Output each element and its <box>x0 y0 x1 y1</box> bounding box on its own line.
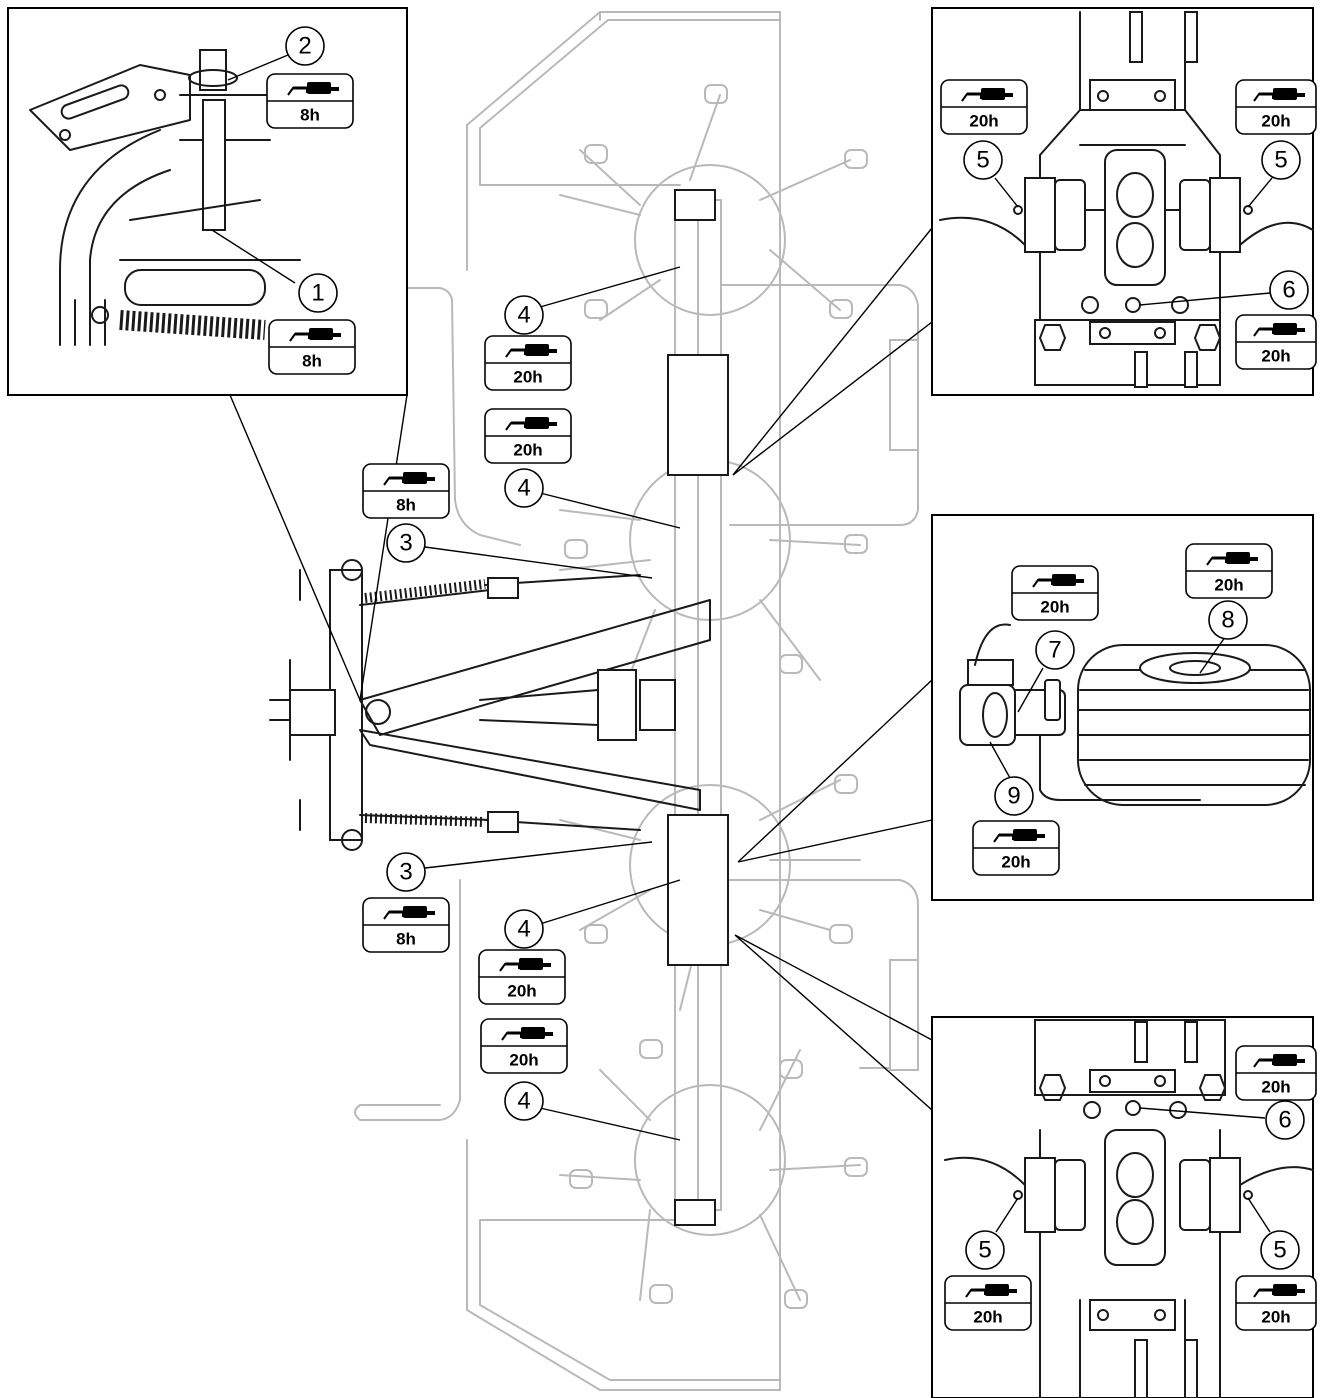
svg-text:20h: 20h <box>1001 853 1030 872</box>
svg-text:20h: 20h <box>509 1051 538 1070</box>
svg-text:20h: 20h <box>1261 1078 1290 1097</box>
svg-text:20h: 20h <box>1261 112 1290 131</box>
svg-text:8h: 8h <box>302 352 322 371</box>
grease-badge-20h: 20h <box>1011 565 1099 621</box>
inset-rotor-bearings-top <box>931 7 1314 396</box>
callout-3: 3 <box>386 523 426 563</box>
svg-text:8h: 8h <box>300 106 320 125</box>
grease-badge-20h: 20h <box>1235 1045 1317 1101</box>
svg-text:8h: 8h <box>396 496 416 515</box>
grease-badge-20h: 20h <box>1235 1275 1317 1331</box>
callout-8: 8 <box>1208 600 1248 640</box>
svg-text:4: 4 <box>517 1088 530 1115</box>
svg-text:5: 5 <box>978 1237 991 1264</box>
callout-6: 6 <box>1265 1100 1305 1140</box>
svg-text:8: 8 <box>1221 607 1234 634</box>
svg-text:20h: 20h <box>1214 576 1243 595</box>
rake-machine-drawing <box>269 11 919 1391</box>
callout-4: 4 <box>504 1081 544 1121</box>
svg-text:20h: 20h <box>973 1308 1002 1327</box>
grease-badge-20h: 20h <box>972 820 1060 876</box>
svg-text:20h: 20h <box>1261 1308 1290 1327</box>
svg-text:5: 5 <box>1273 1237 1286 1264</box>
grease-badge-8h: 8h <box>362 463 450 519</box>
svg-text:2: 2 <box>298 33 311 60</box>
svg-text:3: 3 <box>399 530 412 557</box>
callout-5: 5 <box>1260 1230 1300 1270</box>
svg-text:4: 4 <box>517 916 530 943</box>
svg-text:5: 5 <box>1274 147 1287 174</box>
svg-text:6: 6 <box>1282 277 1295 304</box>
grease-badge-20h: 20h <box>940 79 1028 135</box>
svg-text:7: 7 <box>1048 637 1061 664</box>
callout-4: 4 <box>504 468 544 508</box>
grease-badge-20h: 20h <box>944 1275 1032 1331</box>
svg-text:6: 6 <box>1278 1107 1291 1134</box>
svg-text:20h: 20h <box>1040 598 1069 617</box>
interval-badges: 8h 8h 8h 8h 20h <box>266 73 1317 1331</box>
leader-lines <box>229 227 933 1141</box>
callout-4: 4 <box>504 295 544 335</box>
callout-7: 7 <box>1035 630 1075 670</box>
grease-badge-8h: 8h <box>266 73 354 129</box>
svg-text:20h: 20h <box>513 368 542 387</box>
svg-text:1: 1 <box>311 280 324 307</box>
callout-3: 3 <box>386 852 426 892</box>
svg-text:8h: 8h <box>396 930 416 949</box>
callout-5: 5 <box>1261 140 1301 180</box>
callout-5: 5 <box>965 1230 1005 1270</box>
svg-text:9: 9 <box>1007 783 1020 810</box>
callout-5: 5 <box>963 140 1003 180</box>
svg-text:20h: 20h <box>513 441 542 460</box>
callout-9: 9 <box>994 776 1034 816</box>
callout-2: 2 <box>285 26 325 66</box>
grease-badge-20h: 20h <box>478 949 566 1005</box>
svg-text:3: 3 <box>399 859 412 886</box>
callout-1: 1 <box>298 273 338 313</box>
grease-badge-20h: 20h <box>484 408 572 464</box>
callout-6: 6 <box>1269 270 1309 310</box>
svg-text:5: 5 <box>976 147 989 174</box>
callouts: 1 2 3 3 4 4 4 4 5 5 5 5 6 6 7 8 9 <box>285 26 1309 1270</box>
grease-badge-20h: 20h <box>484 335 572 391</box>
callout-4: 4 <box>504 909 544 949</box>
svg-text:4: 4 <box>517 475 530 502</box>
grease-badge-20h: 20h <box>1235 79 1317 135</box>
svg-text:4: 4 <box>517 302 530 329</box>
grease-badge-20h: 20h <box>1235 314 1317 370</box>
grease-badge-8h: 8h <box>362 897 450 953</box>
grease-badge-8h: 8h <box>268 319 356 375</box>
svg-text:20h: 20h <box>507 982 536 1001</box>
svg-text:20h: 20h <box>1261 347 1290 366</box>
grease-badge-20h: 20h <box>480 1018 568 1074</box>
svg-text:20h: 20h <box>969 112 998 131</box>
grease-badge-20h: 20h <box>1185 543 1273 599</box>
